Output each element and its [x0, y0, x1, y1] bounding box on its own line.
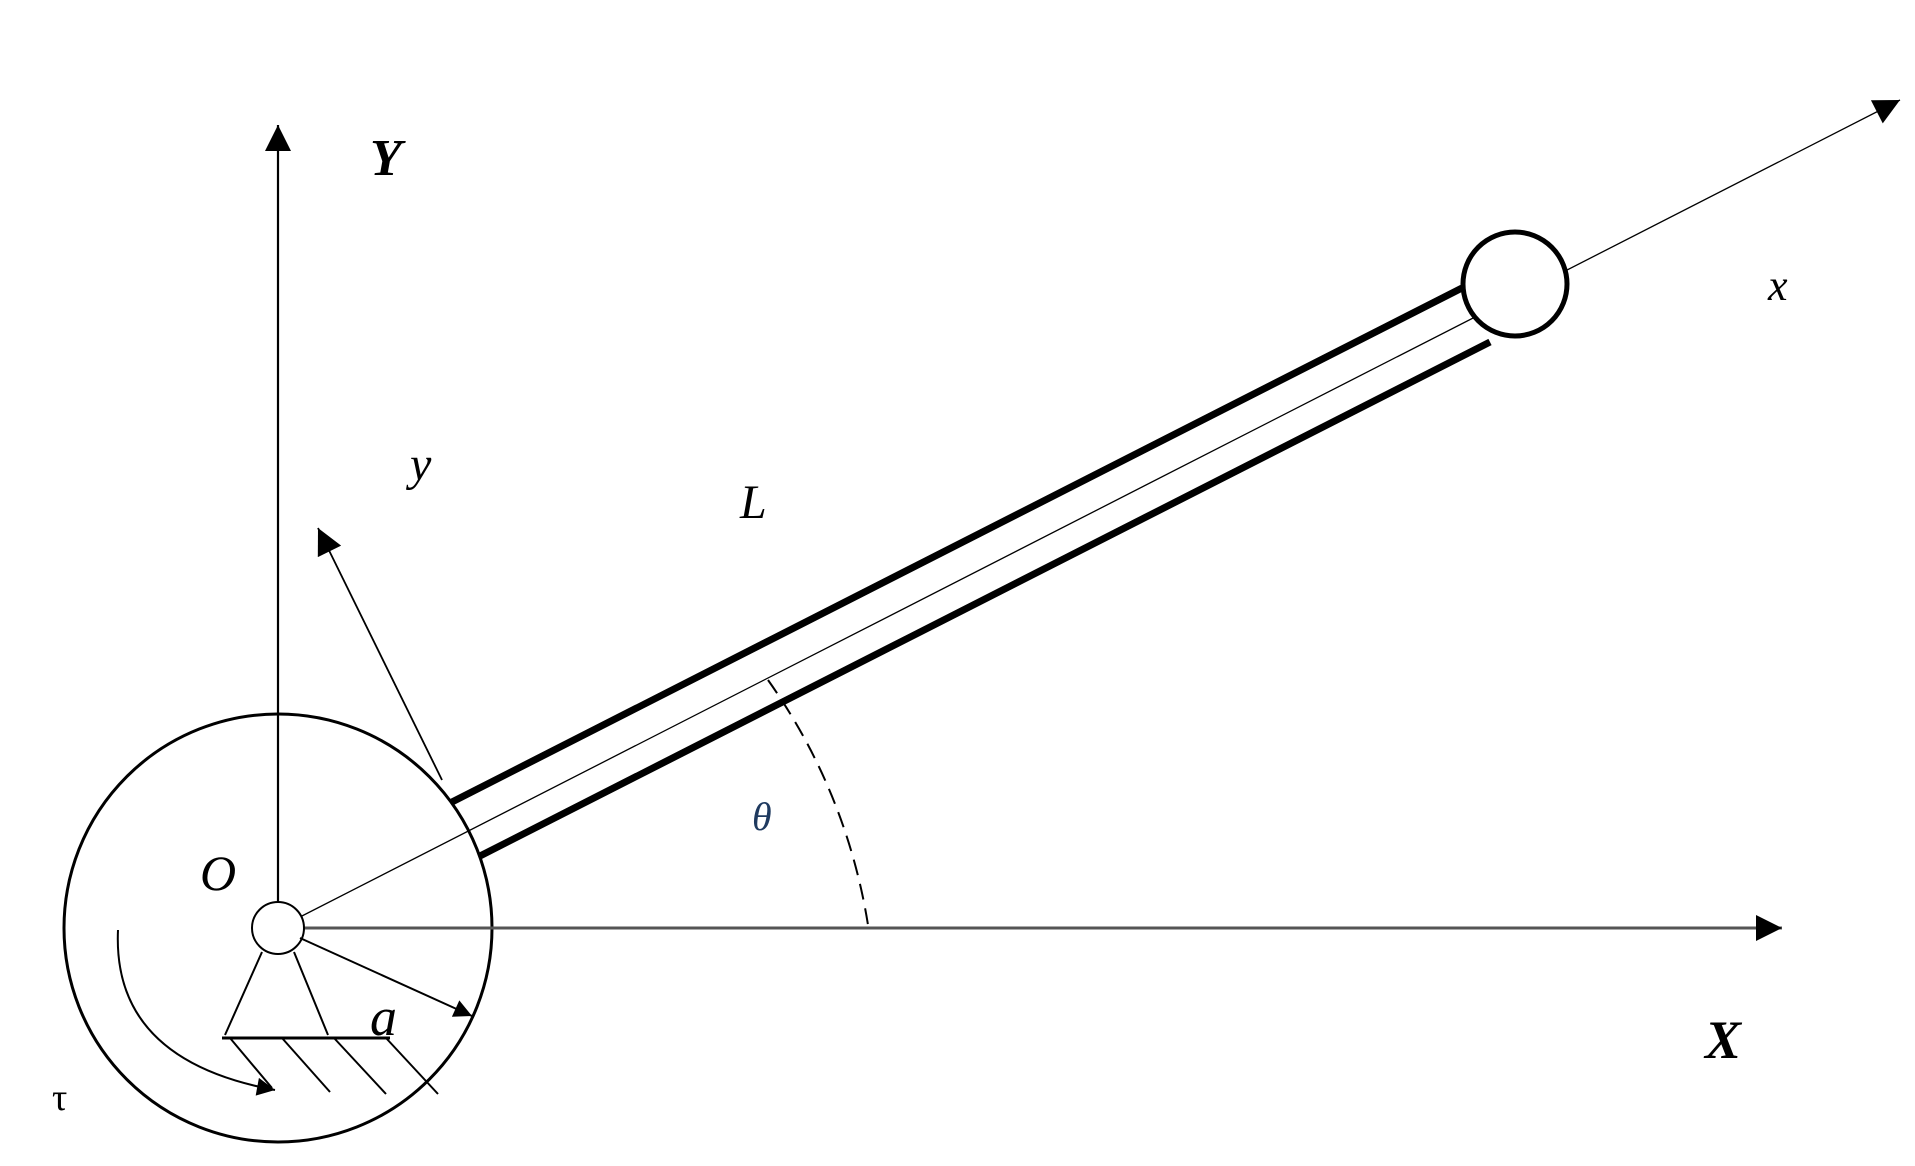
local-x-axis — [297, 99, 1901, 919]
beam-upper-edge — [450, 284, 1464, 806]
local-y-axis — [317, 527, 443, 781]
origin-label: O — [200, 845, 236, 901]
local-x-label: x — [1767, 261, 1788, 310]
pivot-pin — [251, 901, 305, 955]
radius-arrow — [299, 937, 473, 1017]
global-y-label: Y — [370, 130, 406, 187]
global-x-label: X — [1703, 1010, 1743, 1070]
torque-label: τ — [52, 1077, 67, 1119]
local-y-label: y — [405, 438, 432, 491]
length-label: L — [739, 476, 767, 529]
angle-label: θ — [752, 794, 772, 839]
tip-mass — [1460, 229, 1570, 339]
angle-arc — [767, 679, 869, 926]
hub-radius-label: a — [370, 987, 397, 1047]
torque-arrow — [116, 929, 276, 1096]
pin-support — [224, 951, 329, 1036]
ground-hatching — [229, 1037, 439, 1095]
beam-lower-edge — [478, 338, 1492, 860]
